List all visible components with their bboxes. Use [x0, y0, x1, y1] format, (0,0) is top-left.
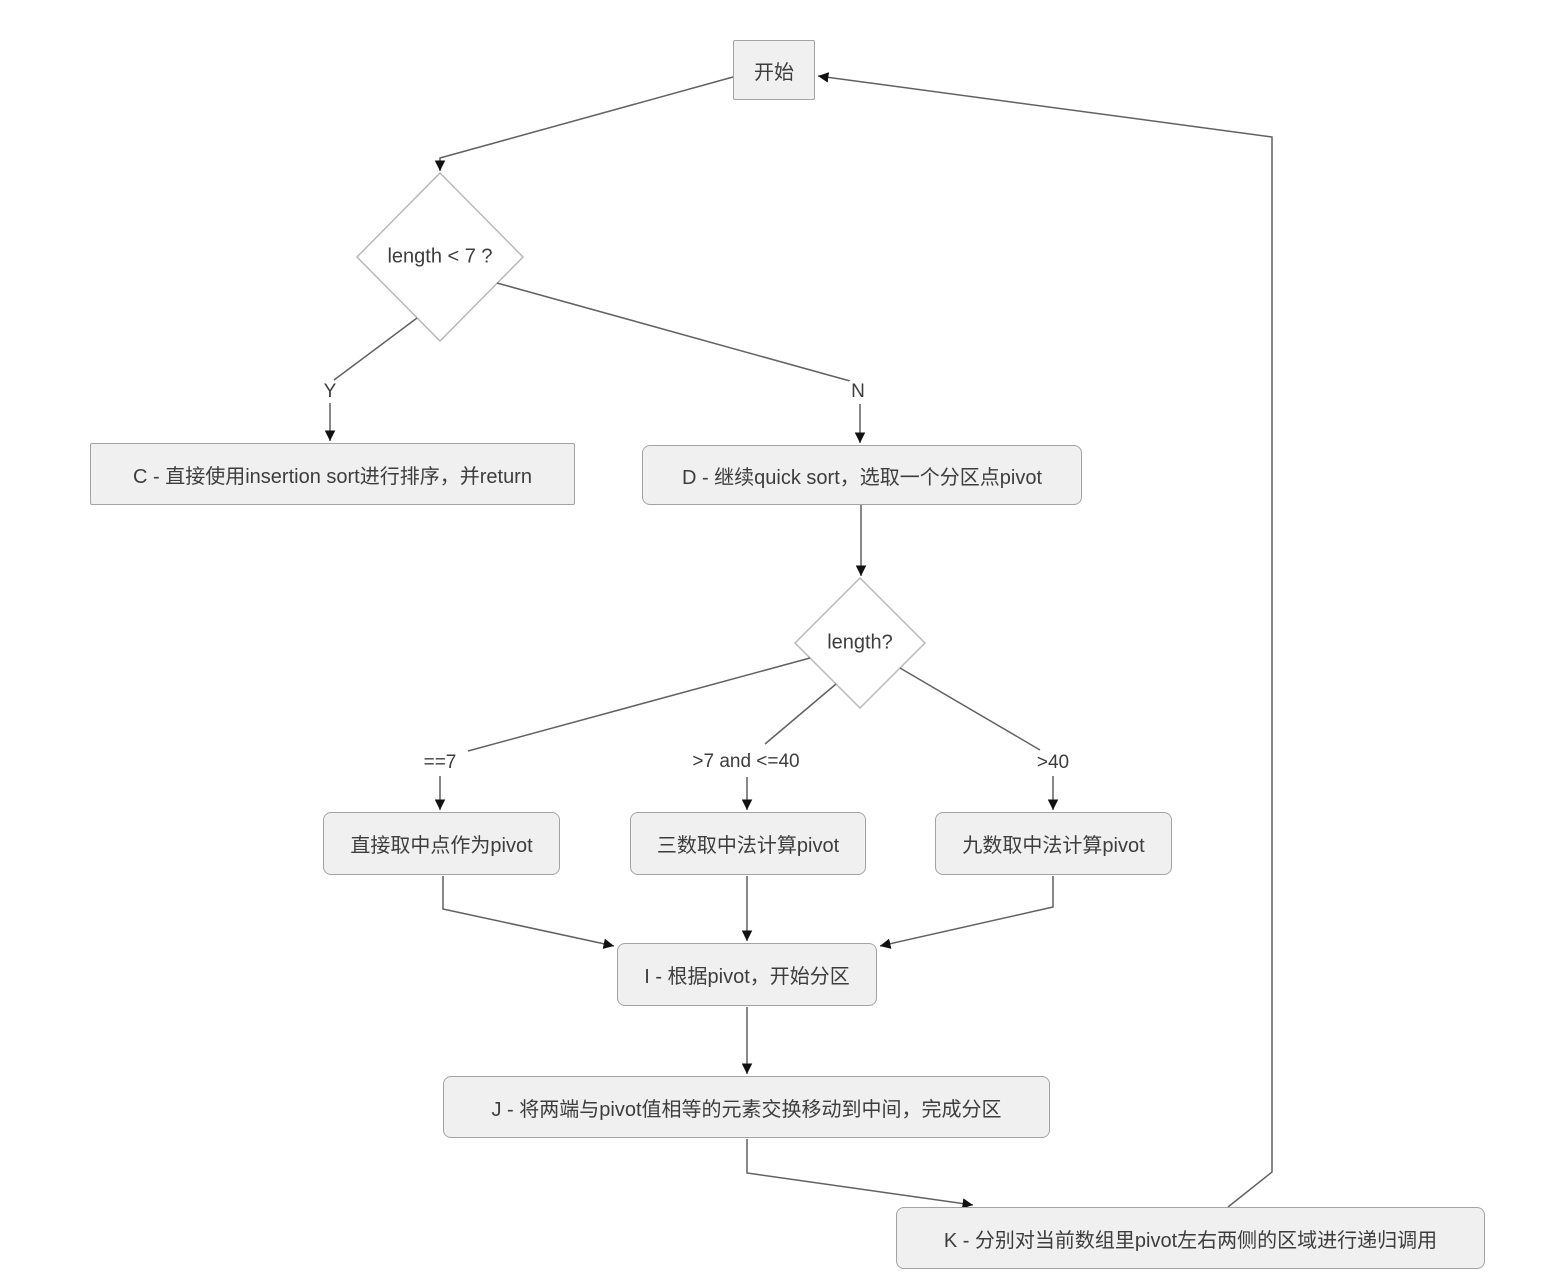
node-pivot-midpoint: 直接取中点作为pivot — [323, 812, 560, 875]
decision-length-lt7-label: length < 7 ? — [387, 245, 493, 268]
edge-length-lt7-to-n-label — [496, 282, 851, 382]
edge-length-to-gt7le40-label — [764, 683, 837, 745]
edge-start-to-length-lt7 — [434, 76, 734, 171]
node-start-label: 开始 — [754, 61, 794, 84]
edge-label-yes: Y — [321, 381, 339, 403]
node-pivot-midpoint-label: 直接取中点作为pivot — [350, 835, 533, 857]
node-j: J - 将两端与pivot值相等的元素交换移动到中间，完成分区 — [443, 1076, 1050, 1138]
edge-k-to-start — [817, 72, 1273, 1208]
node-start: 开始 — [733, 40, 815, 100]
node-pivot-median9-label: 九数取中法计算pivot — [962, 835, 1145, 857]
node-pivot-median3-label: 三数取中法计算pivot — [656, 835, 840, 857]
edge-j-to-k — [746, 1139, 974, 1209]
decision-length-shape — [793, 576, 927, 710]
node-pivot-median3: 三数取中法计算pivot — [630, 812, 866, 875]
edge-label-gt7-le40: >7 and <=40 — [690, 751, 802, 773]
decision-length-label: length? — [827, 631, 893, 654]
edge-label-eq7: ==7 — [421, 752, 459, 774]
node-i: I - 根据pivot，开始分区 — [617, 943, 877, 1006]
node-d: D - 继续quick sort，选取一个分区点pivot — [642, 445, 1082, 505]
node-pivot-median9: 九数取中法计算pivot — [935, 812, 1172, 875]
edge-length-to-eq7-label — [467, 657, 811, 752]
edge-pivot-mid-to-i — [442, 876, 615, 949]
node-d-label: D - 继续quick sort，选取一个分区点pivot — [681, 466, 1043, 489]
decision-length-lt7-shape — [355, 171, 525, 343]
edge-label-no: N — [849, 381, 867, 403]
node-k: K - 分别对当前数组里pivot左右两侧的区域进行递归调用 — [896, 1207, 1485, 1269]
edge-length-lt7-to-y-label — [333, 317, 418, 381]
node-c-label: C - 直接使用insertion sort进行排序，并return — [133, 465, 532, 488]
node-c: C - 直接使用insertion sort进行排序，并return — [90, 443, 575, 505]
node-i-label: I - 根据pivot，开始分区 — [644, 966, 850, 988]
edge-length-to-gt40-label — [899, 667, 1041, 751]
edge-label-gt40: >40 — [1034, 752, 1072, 774]
edge-pivot-med9-to-i — [879, 876, 1054, 949]
node-k-label: K - 分别对当前数组里pivot左右两侧的区域进行递归调用 — [943, 1229, 1438, 1252]
node-j-label: J - 将两端与pivot值相等的元素交换移动到中间，完成分区 — [491, 1098, 1002, 1121]
